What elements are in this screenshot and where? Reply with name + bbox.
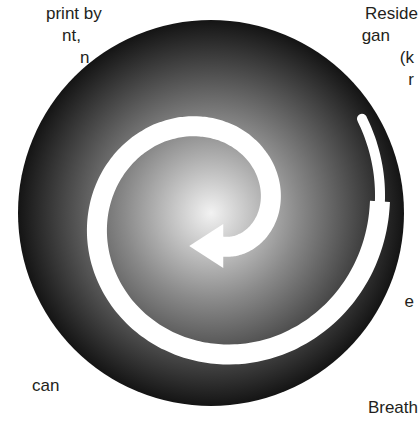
spiral-layer bbox=[97, 119, 380, 355]
gradient-disc bbox=[18, 20, 404, 406]
cropped-text: Reside bbox=[365, 4, 418, 24]
cropped-text: Breath bbox=[368, 398, 418, 418]
spiral-arrowhead bbox=[189, 224, 223, 268]
cropped-text: print by bbox=[46, 4, 102, 24]
cropped-text: e bbox=[405, 292, 414, 312]
spiral-band bbox=[97, 126, 380, 354]
cropped-text: (k bbox=[400, 48, 414, 68]
cropped-text: gan bbox=[362, 26, 390, 46]
cropped-text: can bbox=[32, 376, 59, 396]
cropped-text: nt, bbox=[62, 26, 81, 46]
cropped-text: r bbox=[408, 70, 414, 90]
cropped-text: n bbox=[80, 48, 89, 68]
